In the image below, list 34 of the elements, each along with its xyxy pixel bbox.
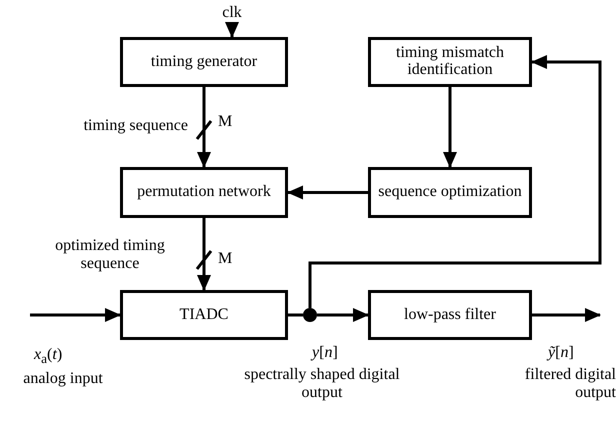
block-label: sequence optimization (377, 184, 523, 201)
signal-label: analog input (22, 370, 104, 388)
process-box (368, 290, 532, 340)
process-box (120, 290, 288, 340)
process-box (368, 37, 532, 87)
signal-label: x$_{a}$(t) (34, 346, 64, 367)
signal-label: spectrally shaped digital output (243, 366, 401, 402)
arrow (30, 308, 121, 322)
process-box (368, 167, 532, 218)
signal-label: ỹ[n] (548, 344, 575, 362)
block-label: low-pass filter (403, 306, 497, 324)
bus-width-label: M (218, 113, 234, 131)
signal-label: y[n] (312, 344, 339, 362)
connector-line (288, 314, 303, 316)
process-box (120, 37, 288, 87)
block-label: timing mismatch identification (395, 45, 505, 79)
arrow (317, 308, 369, 322)
signal-label: clk (215, 2, 249, 24)
signal-label: optimized timing sequence (54, 237, 166, 272)
arrow (443, 87, 457, 168)
signal-label: filtered digital output (524, 366, 616, 402)
block-label: permutation network (136, 184, 272, 201)
arrow (532, 308, 601, 322)
arrow (287, 186, 368, 200)
junction-dot (303, 308, 317, 322)
arrow (308, 55, 602, 308)
signal-label: timing sequence (82, 117, 188, 135)
block-label: timing generator (150, 54, 258, 70)
arrow (197, 87, 211, 168)
arrow (197, 218, 211, 291)
process-box (120, 167, 288, 218)
arrow (225, 22, 239, 38)
block-label: TIADC (178, 306, 230, 324)
bus-width-label: M (218, 250, 234, 268)
